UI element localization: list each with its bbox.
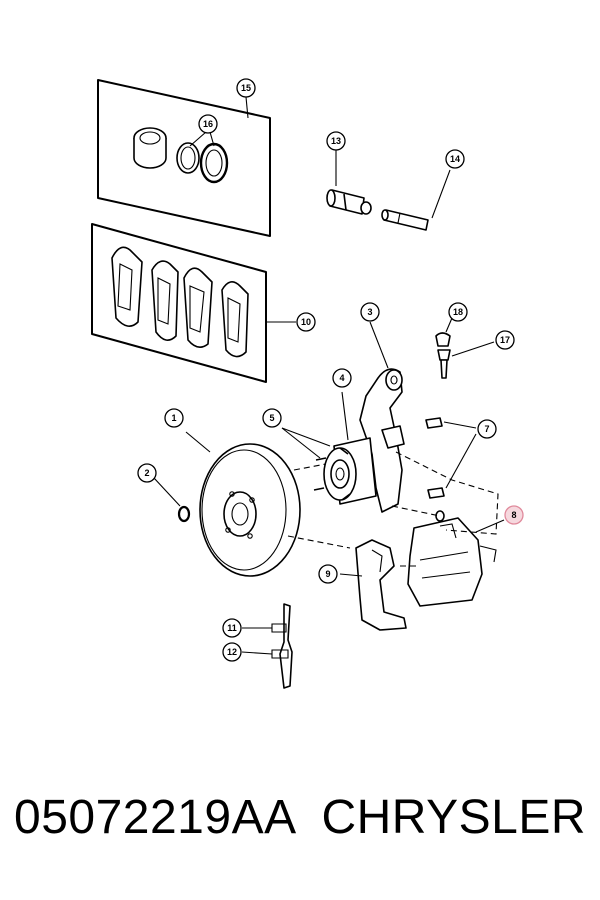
caliper-adapter	[339, 539, 407, 631]
piston-kit-panel	[97, 79, 271, 237]
svg-text:14: 14	[450, 154, 460, 164]
part-number: 05072219AA	[14, 791, 297, 844]
svg-text:5: 5	[269, 413, 274, 423]
bleeder-screw	[437, 341, 495, 379]
brake-pad-panel	[91, 223, 296, 383]
callout-15: 15	[236, 78, 256, 98]
callout-9: 9	[318, 564, 338, 584]
brand-name: CHRYSLER	[321, 791, 586, 844]
svg-text:12: 12	[227, 647, 237, 657]
guide-pin-bushing	[326, 150, 372, 215]
washer	[153, 477, 191, 523]
callout-14: 14	[445, 149, 465, 169]
svg-text:8: 8	[511, 510, 516, 520]
piston-boot	[199, 142, 229, 184]
brake-rotor	[185, 431, 301, 577]
brake-pad-2	[151, 260, 179, 341]
caliper-piston	[133, 127, 167, 169]
callout-2: 2	[137, 463, 157, 483]
callout-17: 17	[495, 330, 515, 350]
svg-text:7: 7	[484, 424, 489, 434]
callout-5: 5	[262, 408, 282, 428]
brake-parts-diagram: 15 16 13 14 10 3 18 17 4 1 5 7 2 8 9 11 …	[91, 78, 524, 689]
svg-text:11: 11	[227, 623, 237, 633]
svg-text:1: 1	[171, 413, 176, 423]
callout-12: 12	[222, 642, 242, 662]
callout-13: 13	[326, 131, 346, 151]
svg-text:3: 3	[367, 307, 372, 317]
callout-18: 18	[448, 302, 468, 322]
brake-caliper	[407, 510, 505, 607]
svg-text:9: 9	[325, 569, 330, 579]
hub-bearing	[281, 391, 377, 505]
svg-text:18: 18	[453, 307, 463, 317]
callout-10: 10	[296, 312, 316, 332]
brake-pad-3	[183, 267, 213, 348]
assembly-lines	[287, 451, 499, 567]
callout-16: 16	[198, 114, 218, 134]
callout-4: 4	[332, 368, 352, 388]
piston-seal	[176, 142, 200, 174]
callout-11: 11	[222, 618, 242, 638]
svg-text:15: 15	[241, 83, 251, 93]
callout-1: 1	[164, 408, 184, 428]
abutment-clips	[241, 603, 293, 689]
svg-text:16: 16	[203, 119, 213, 129]
svg-text:10: 10	[301, 317, 311, 327]
svg-text:17: 17	[500, 335, 510, 345]
callout-7: 7	[477, 419, 497, 439]
svg-text:2: 2	[144, 468, 149, 478]
brake-pad-1	[111, 246, 143, 327]
bleeder-cap	[435, 317, 453, 347]
guide-pin	[381, 169, 451, 231]
callout-8: 8	[504, 505, 524, 525]
caliper-bolts	[425, 417, 477, 499]
brake-pad-4	[221, 281, 249, 358]
callout-3: 3	[360, 302, 380, 322]
svg-text:4: 4	[339, 373, 344, 383]
svg-text:13: 13	[331, 136, 341, 146]
footer: 05072219AA CHRYSLER	[0, 790, 600, 870]
